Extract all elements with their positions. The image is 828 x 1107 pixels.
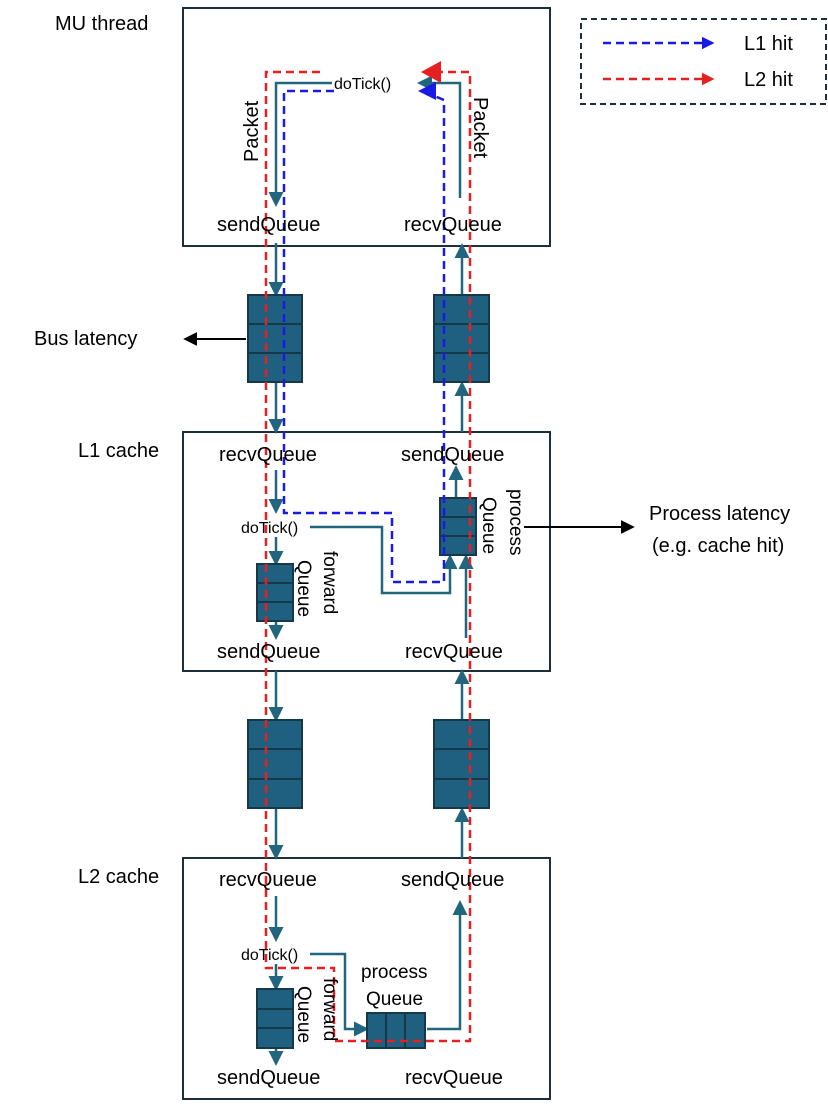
l2-hit-arrowhead-icon xyxy=(421,61,441,83)
l1-dotick-to-process xyxy=(310,525,458,595)
mu-packet-left-label: Packet xyxy=(241,100,263,162)
l1-send-queue-bottom-label: sendQueue xyxy=(217,641,320,663)
l2-hit-path xyxy=(264,70,472,1043)
mu-send-flow xyxy=(268,81,332,207)
l1-process-queue-label-b: Queue xyxy=(478,497,499,554)
l1-forward-queue-label-a: forward xyxy=(319,551,340,614)
l2-send-queue-label: sendQueue xyxy=(401,869,504,891)
legend-box xyxy=(580,18,827,105)
l2-send-queue-bottom-label: sendQueue xyxy=(217,1067,320,1089)
l2-cache-box xyxy=(182,857,551,1100)
l2-dotick-label: doTick() xyxy=(241,947,298,964)
mu-thread-box xyxy=(182,7,551,247)
l1-forward-queue xyxy=(256,563,294,622)
l1-forward-queue-label-b: Queue xyxy=(293,560,314,617)
bus-queue-right-2 xyxy=(433,719,490,809)
l1-cache-title: L1 cache xyxy=(78,440,159,462)
process-latency-label: Process latency xyxy=(649,503,790,525)
l2-recv-queue-bottom-label: recvQueue xyxy=(405,1067,503,1089)
flow-lines xyxy=(268,75,474,1066)
bus-queue-left-2 xyxy=(247,719,303,809)
mu-recv-queue-label: recvQueue xyxy=(404,214,502,236)
l1-recv-queue-label: recvQueue xyxy=(219,444,317,466)
mu-dotick-label: doTick() xyxy=(334,76,391,93)
mu-packet-right-label: Packet xyxy=(469,97,491,159)
l1-cache-box xyxy=(182,431,551,672)
l2-process-to-send xyxy=(427,900,468,1031)
l2-process-queue-label-b: Queue xyxy=(366,989,423,1010)
l1-hit-path xyxy=(282,88,446,584)
l2-recv-queue-label: recvQueue xyxy=(219,869,317,891)
l2-dotick-to-process xyxy=(310,952,369,1037)
process-latency-subtitle: (e.g. cache hit) xyxy=(652,535,784,557)
l2-forward-queue-label-b: Queue xyxy=(293,986,314,1043)
mu-thread-title: MU thread xyxy=(55,13,148,35)
l1-send-queue-label: sendQueue xyxy=(401,444,504,466)
l2-process-queue xyxy=(366,1012,426,1049)
mu-send-queue-label: sendQueue xyxy=(217,214,320,236)
l2-forward-queue-label-a: forward xyxy=(319,978,340,1041)
mu-recv-flow xyxy=(417,75,462,198)
l2-process-queue-label-a: process xyxy=(361,962,428,983)
bus-queue-right-1 xyxy=(433,294,490,383)
l1-process-queue-label-a: process xyxy=(505,489,526,556)
legend-l1-label: L1 hit xyxy=(744,33,793,55)
l2-cache-title: L2 cache xyxy=(78,866,159,888)
l1-hit-arrowhead-icon xyxy=(418,82,436,100)
legend-l2-label: L2 hit xyxy=(744,69,793,91)
bus-queue-left-1 xyxy=(247,294,303,383)
bus-latency-label: Bus latency xyxy=(34,328,137,350)
l1-recv-queue-bottom-label: recvQueue xyxy=(405,641,503,663)
l1-dotick-label: doTick() xyxy=(241,520,298,537)
l2-forward-queue xyxy=(256,988,294,1049)
